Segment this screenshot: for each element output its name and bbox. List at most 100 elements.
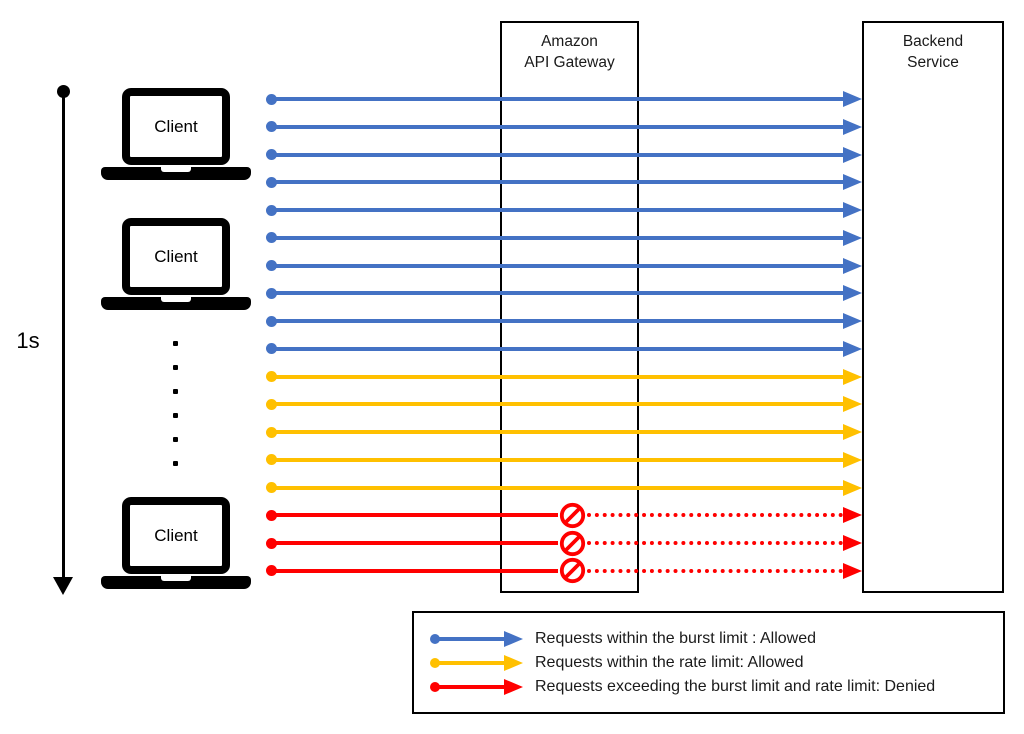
laptop-notch — [161, 297, 191, 302]
legend-arrowhead-icon — [504, 654, 523, 671]
laptop-base — [101, 297, 251, 310]
request-arrowhead-icon — [843, 340, 862, 357]
request-arrowhead-icon — [843, 396, 862, 413]
denied-request-line — [272, 568, 558, 573]
api-gateway-box: Amazon API Gateway — [500, 21, 639, 593]
legend-label: Requests exceeding the burst limit and r… — [535, 677, 936, 695]
request-origin-dot — [266, 537, 277, 549]
request-arrowhead-icon — [843, 507, 862, 524]
denied-request-dotted-line — [587, 513, 843, 518]
request-origin-dot — [266, 287, 277, 299]
timeline-arrow-down-icon — [53, 577, 73, 595]
legend-item-denied: Requests exceeding the burst limit and r… — [430, 675, 1003, 699]
timeline-label: 1s — [16, 328, 40, 353]
laptop-base — [101, 167, 251, 180]
burst-request-line — [272, 124, 843, 129]
no-entry-icon — [559, 557, 586, 584]
backend-service-title-line2: Service — [907, 54, 959, 71]
ellipsis-dot — [173, 341, 178, 346]
request-origin-dot — [266, 371, 277, 383]
legend-arrow-sample-icon — [430, 630, 523, 647]
legend-label: Requests within the burst limit : Allowe… — [535, 629, 817, 647]
api-gateway-title-line2: API Gateway — [524, 54, 615, 71]
request-arrowhead-icon — [843, 424, 862, 441]
request-arrowhead-icon — [843, 146, 862, 163]
request-arrowhead-icon — [843, 91, 862, 107]
request-arrowhead-icon — [843, 479, 862, 496]
request-origin-dot — [266, 398, 277, 410]
legend-box: Requests within the burst limit : Allowe… — [412, 611, 1005, 714]
no-entry-icon — [559, 530, 586, 557]
request-origin-dot — [266, 176, 277, 188]
request-origin-dot — [266, 454, 277, 466]
request-arrowhead-icon — [843, 229, 862, 246]
legend-label: Requests within the rate limit: Allowed — [535, 653, 804, 671]
request-arrowhead-icon — [843, 118, 862, 135]
ellipsis-dot — [173, 389, 178, 394]
request-origin-dot — [266, 121, 277, 133]
legend-arrow-line — [435, 684, 505, 689]
legend-item-rate: Requests within the rate limit: Allowed — [430, 651, 1003, 675]
rate-request-line — [272, 430, 843, 435]
client-label: Client — [122, 218, 230, 295]
client-label: Client — [122, 88, 230, 165]
legend-item-burst: Requests within the burst limit : Allowe… — [430, 627, 1003, 651]
ellipsis-dot — [173, 413, 178, 418]
no-entry-icon — [559, 502, 586, 529]
burst-request-line — [272, 319, 843, 324]
ellipsis-dot — [173, 461, 178, 466]
rate-request-line — [272, 374, 843, 379]
request-origin-dot — [266, 509, 277, 521]
laptop-notch — [161, 576, 191, 581]
burst-request-line — [272, 263, 843, 268]
request-arrowhead-icon — [843, 257, 862, 274]
client-laptop-icon: Client — [101, 88, 251, 181]
api-gateway-title: Amazon API Gateway — [502, 23, 637, 73]
request-arrowhead-icon — [843, 174, 862, 191]
burst-request-line — [272, 235, 843, 240]
rate-request-line — [272, 402, 843, 407]
request-origin-dot — [266, 204, 277, 216]
burst-request-line — [272, 208, 843, 213]
burst-request-line — [272, 97, 843, 101]
request-arrowhead-icon — [843, 202, 862, 219]
rate-request-line — [272, 485, 843, 490]
request-origin-dot — [266, 482, 277, 494]
client-laptop-icon: Client — [101, 218, 251, 311]
denied-request-line — [272, 541, 558, 546]
burst-request-line — [272, 152, 843, 157]
request-arrowhead-icon — [843, 368, 862, 385]
burst-request-line — [272, 291, 843, 296]
client-laptop-icon: Client — [101, 497, 251, 590]
burst-request-line — [272, 180, 843, 185]
request-origin-dot — [266, 260, 277, 272]
legend-arrowhead-icon — [504, 630, 523, 647]
laptop-base — [101, 576, 251, 589]
request-arrowhead-icon — [843, 285, 862, 302]
timeline-line — [62, 91, 65, 578]
client-label: Client — [122, 497, 230, 574]
legend-arrow-line — [435, 636, 505, 641]
request-arrowhead-icon — [843, 313, 862, 330]
request-origin-dot — [266, 565, 277, 577]
ellipsis-dot — [173, 437, 178, 442]
backend-service-title-line1: Backend — [902, 33, 964, 50]
request-origin-dot — [266, 93, 277, 105]
legend-arrow-sample-icon — [430, 678, 523, 695]
denied-request-dotted-line — [587, 568, 843, 573]
legend-arrow-sample-icon — [430, 654, 523, 671]
request-origin-dot — [266, 426, 277, 438]
ellipsis-dot — [173, 365, 178, 370]
backend-service-title: Backend Service — [864, 23, 1002, 73]
request-arrowhead-icon — [843, 562, 862, 579]
request-origin-dot — [266, 149, 277, 161]
legend-arrow-line — [435, 660, 505, 665]
request-origin-dot — [266, 343, 277, 355]
burst-request-line — [272, 346, 843, 351]
backend-service-box: Backend Service — [862, 21, 1004, 593]
denied-request-dotted-line — [587, 541, 843, 546]
denied-request-line — [272, 513, 558, 518]
request-arrowhead-icon — [843, 535, 862, 552]
laptop-notch — [161, 167, 191, 172]
